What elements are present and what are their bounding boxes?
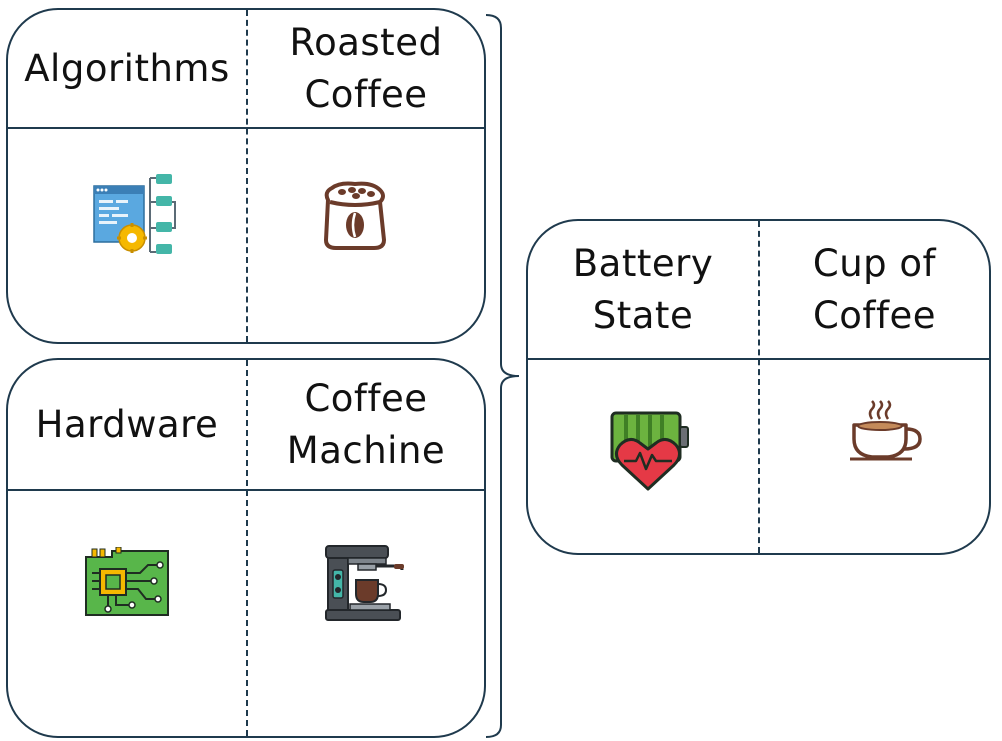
espresso-machine-icon bbox=[325, 545, 404, 621]
analogy-card-algorithms: Algorithms Roasted Coffee bbox=[6, 8, 486, 344]
analogy-card-battery: Battery State Cup of Coffee bbox=[526, 219, 991, 555]
circuit-board-icon bbox=[85, 547, 169, 616]
header-divider bbox=[8, 127, 484, 129]
coffee-bean-sack-icon bbox=[324, 181, 386, 250]
analogy-card-hardware: Hardware Coffee Machine bbox=[6, 358, 486, 738]
column-divider bbox=[758, 221, 760, 553]
label-hardware: Hardware bbox=[35, 402, 219, 446]
header-divider bbox=[8, 489, 484, 491]
algorithm-flowchart-icon bbox=[93, 174, 176, 254]
label-cup-of-coffee: Cup of Coffee bbox=[812, 241, 937, 337]
label-algorithms: Algorithms bbox=[24, 46, 230, 90]
label-roasted-coffee: Roasted Coffee bbox=[289, 20, 443, 116]
coffee-cup-icon bbox=[850, 400, 922, 461]
column-divider bbox=[246, 360, 248, 736]
column-divider bbox=[246, 10, 248, 342]
header-divider bbox=[528, 358, 989, 360]
battery-heart-icon bbox=[610, 411, 689, 491]
label-battery-state: Battery State bbox=[572, 241, 714, 337]
label-coffee-machine: Coffee Machine bbox=[286, 376, 446, 472]
